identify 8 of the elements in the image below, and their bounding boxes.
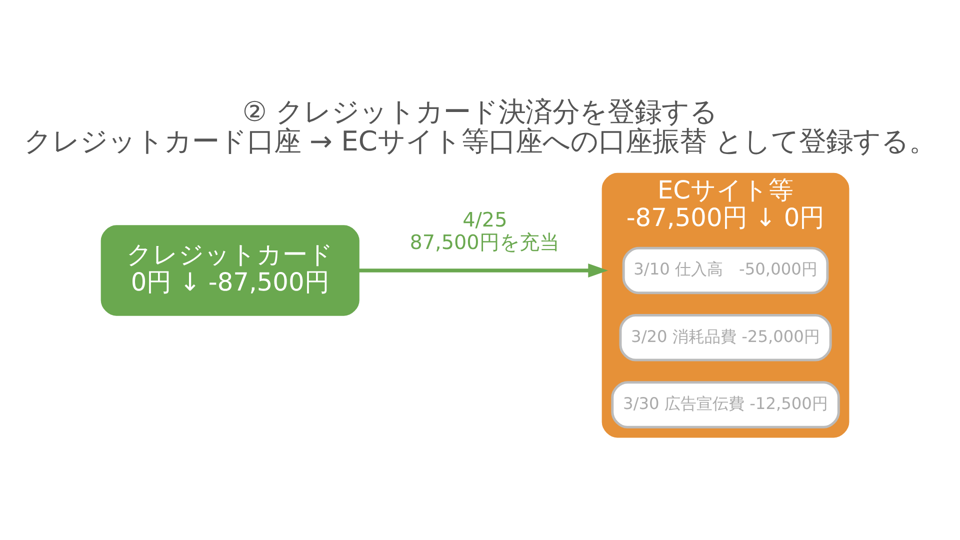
arrow (358, 263, 608, 277)
caption: クレジットカード口座 → ECサイト等口座への口座振替 として登録する。 (24, 126, 936, 158)
node-box: クレジットカード 0円 ↓ -87,500円 (100, 224, 360, 316)
node-box: 3/30 広告宣伝費 -12,500円 (611, 380, 840, 428)
node-box: 3/10 仕入高 -50,000円 (622, 246, 829, 294)
node-box: 3/20 消耗品費 -25,000円 (619, 314, 832, 361)
edge-label: 4/25 87,500円を充当 (410, 208, 560, 254)
diagram-title: ② クレジットカード決済分を登録する (242, 96, 718, 128)
